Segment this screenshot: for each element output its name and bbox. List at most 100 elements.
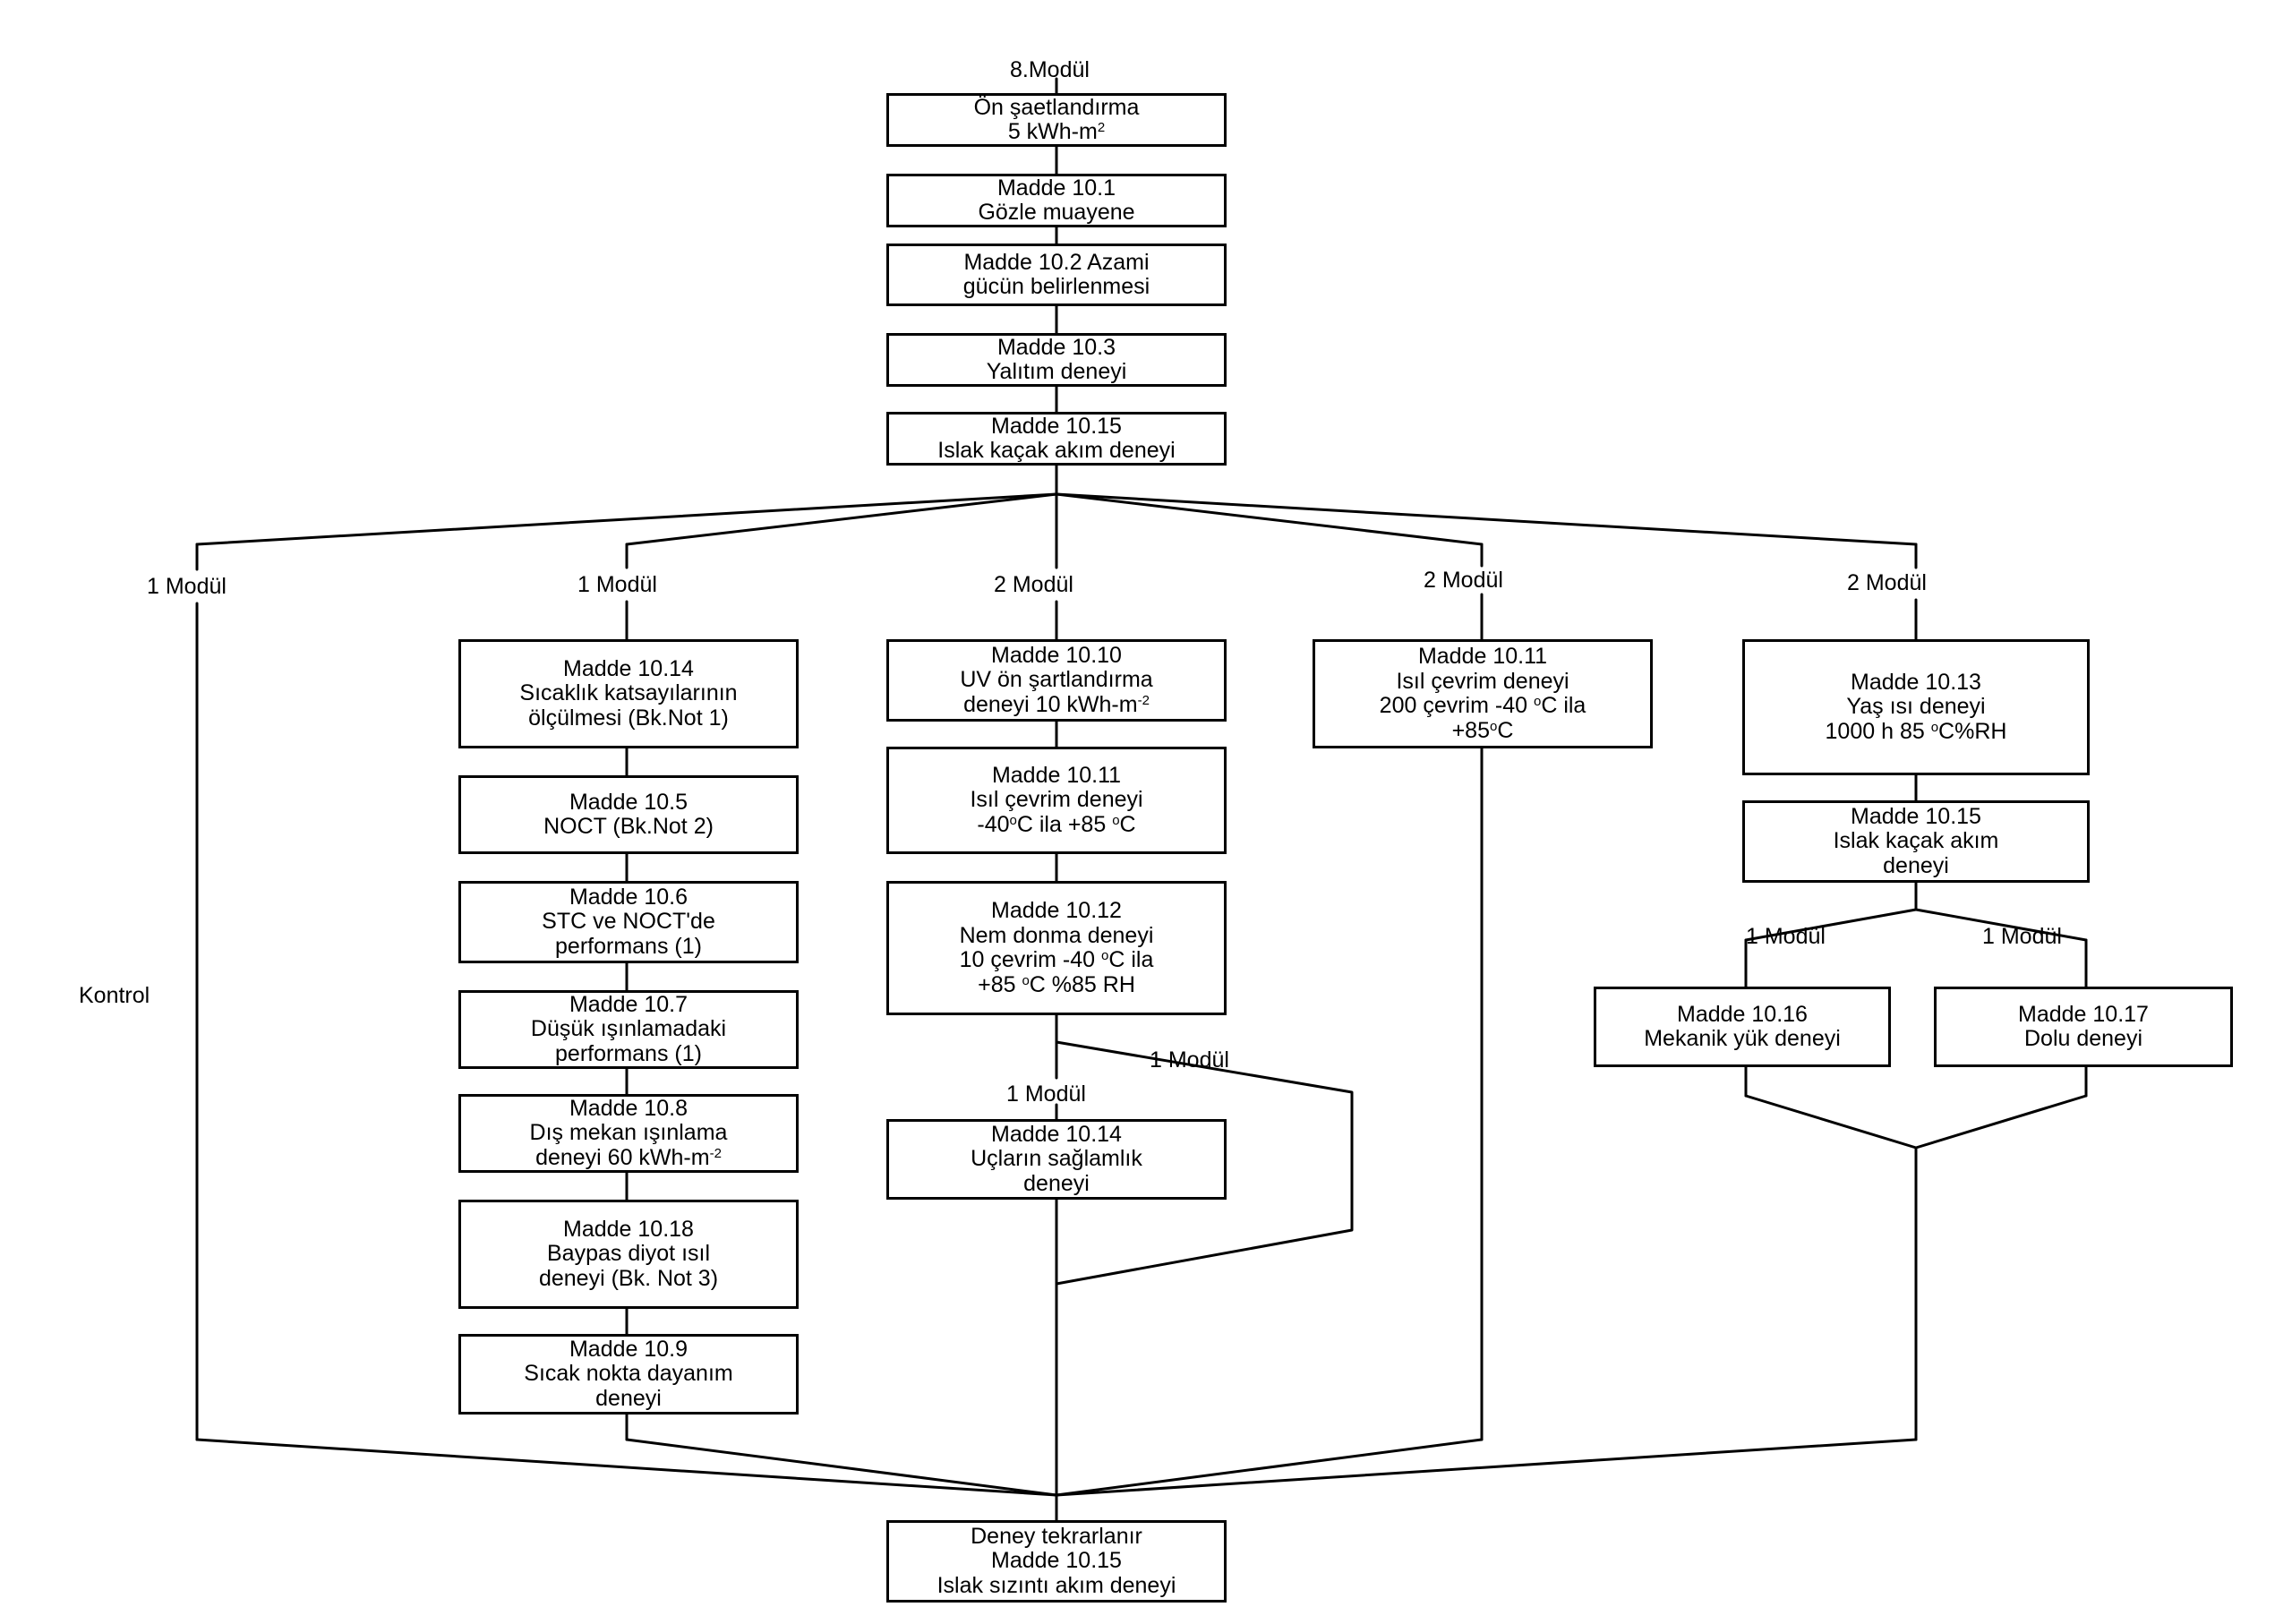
connector <box>625 492 1058 546</box>
branch-label-mid-down: 1 Modül <box>1006 1081 1086 1107</box>
step-10-3: Madde 10.3 Yalıtım deneyi <box>886 333 1227 387</box>
box-line: Islak kaçak akım <box>1833 828 1999 854</box>
box-line: gücün belirlenmesi <box>962 274 1150 299</box>
connector <box>1055 1438 1918 1497</box>
box-line: Madde 10.3 <box>996 334 1116 360</box>
box-line: deneyi (Bk. Not 3) <box>538 1265 719 1291</box>
kontrol-label: Kontrol <box>79 983 150 1008</box>
box-line: Isıl çevrim deneyi <box>970 787 1143 813</box>
branch-label-1: 1 Modül <box>147 574 227 599</box>
box-line: Yaş ısı deneyi <box>1846 694 1986 720</box>
box-line: 1000 h 85 oC%RH <box>1825 718 2007 744</box>
box-line: performans (1) <box>555 933 702 959</box>
connector <box>1914 1094 2088 1150</box>
step-10-8: Madde 10.8 Dış mekan ışınlama deneyi 60 … <box>458 1094 799 1173</box>
box-line: +85 oC %85 RH <box>978 971 1135 997</box>
box-line: Islak sızıntı akım deneyi <box>936 1572 1176 1598</box>
connector <box>1914 908 2088 942</box>
box-line: Madde 10.11 <box>991 762 1122 788</box>
connector <box>195 1438 1058 1497</box>
box-line: Sıcaklık katsayılarının <box>519 680 738 706</box>
step-on-sartlandirma: Ön şaetlandırma 5 kWh-m2 <box>886 93 1227 147</box>
branch-label-mid-right: 1 Modül <box>1150 1047 1229 1073</box>
step-10-5: Madde 10.5 NOCT (Bk.Not 2) <box>458 775 799 854</box>
box-line: Madde 10.8 <box>569 1095 688 1121</box>
box-line: Madde 10.15 <box>1851 803 1981 829</box>
box-line: deneyi <box>595 1385 662 1411</box>
box-line: Madde 10.9 <box>569 1336 688 1362</box>
box-line: Madde 10.7 <box>569 991 688 1017</box>
box-line: Dolu deneyi <box>2023 1026 2143 1051</box>
step-10-11-b: Madde 10.11 Isıl çevrim deneyi 200 çevri… <box>1313 639 1653 748</box>
box-line: UV ön şartlandırma <box>960 667 1153 693</box>
step-10-7: Madde 10.7 Düşük ışınlamadaki performans… <box>458 990 799 1069</box>
step-10-16: Madde 10.16 Mekanik yük deneyi <box>1594 987 1891 1067</box>
step-10-9: Madde 10.9 Sıcak nokta dayanım deneyi <box>458 1334 799 1415</box>
connector <box>625 1438 1058 1497</box>
step-10-14-b: Madde 10.14 Uçların sağlamlık deneyi <box>886 1119 1227 1200</box>
box-line: Madde 10.18 <box>563 1216 694 1242</box>
box-line: Ön şaetlandırma <box>973 94 1140 120</box>
box-line: deneyi <box>1023 1170 1090 1196</box>
connector <box>1055 1040 1354 1286</box>
step-10-2: Madde 10.2 Azami gücün belirlenmesi <box>886 244 1227 306</box>
box-line: STC ve NOCT'de <box>542 909 715 935</box>
step-10-15-right: Madde 10.15 Islak kaçak akım deneyi <box>1742 800 2090 883</box>
step-10-12: Madde 10.12 Nem donma deneyi 10 çevrim -… <box>886 881 1227 1015</box>
box-line: NOCT (Bk.Not 2) <box>543 814 714 839</box>
box-line: Madde 10.6 <box>569 884 688 910</box>
branch-label-3: 2 Modül <box>994 572 1073 597</box>
box-line: 5 kWh-m2 <box>1007 119 1106 144</box>
step-10-1: Madde 10.1 Gözle muayene <box>886 174 1227 227</box>
box-line: Madde 10.13 <box>1851 669 1981 695</box>
box-line: Deney tekrarlanır <box>971 1523 1142 1549</box>
box-line: Madde 10.15 <box>991 413 1122 439</box>
box-line: Madde 10.14 <box>991 1121 1122 1147</box>
branch-label-right-right: 1 Modül <box>1982 924 2062 949</box>
box-line: Baypas diyot ısıl <box>546 1241 711 1267</box>
branch-label-right-left: 1 Modül <box>1746 924 1826 949</box>
box-line: Madde 10.10 <box>991 642 1122 668</box>
box-line: 10 çevrim -40 oC ila <box>959 947 1154 972</box>
step-10-15-top: Madde 10.15 Islak kaçak akım deneyi <box>886 412 1227 466</box>
connector <box>1055 492 1484 546</box>
connector <box>1055 1438 1484 1497</box>
box-line: deneyi <box>1883 852 1949 878</box>
step-10-6: Madde 10.6 STC ve NOCT'de performans (1) <box>458 881 799 963</box>
box-line: Uçların sağlamlık <box>971 1146 1142 1172</box>
connector <box>1744 908 1918 942</box>
box-line: performans (1) <box>555 1040 702 1066</box>
step-10-17: Madde 10.17 Dolu deneyi <box>1934 987 2233 1067</box>
step-10-14-a: Madde 10.14 Sıcaklık katsayılarının ölçü… <box>458 639 799 748</box>
box-line: Madde 10.2 Azami <box>963 249 1150 275</box>
box-line: Nem donma deneyi <box>959 922 1154 948</box>
box-line: deneyi 10 kWh-m-2 <box>963 691 1150 717</box>
step-10-13: Madde 10.13 Yaş ısı deneyi 1000 h 85 oC%… <box>1742 639 2090 775</box>
box-line: Sıcak nokta dayanım <box>524 1361 733 1387</box>
top-label: 8.Modül <box>1010 57 1090 82</box>
box-line: Yalıtım deneyi <box>986 359 1127 384</box>
box-line: Madde 10.5 <box>569 789 688 815</box>
box-line: Madde 10.12 <box>991 898 1122 923</box>
box-line: Islak kaçak akım deneyi <box>937 438 1176 463</box>
box-line: Madde 10.14 <box>563 655 694 681</box>
step-10-10: Madde 10.10 UV ön şartlandırma deneyi 10… <box>886 639 1227 722</box>
branch-label-5: 2 Modül <box>1847 570 1927 595</box>
step-final: Deney tekrarlanır Madde 10.15 Islak sızı… <box>886 1520 1227 1603</box>
connector <box>1055 492 1918 546</box>
branch-label-4: 2 Modül <box>1424 568 1503 593</box>
box-line: Madde 10.1 <box>996 175 1116 201</box>
box-line: Gözle muayene <box>978 200 1135 225</box>
box-line: 200 çevrim -40 oC ila <box>1379 693 1586 718</box>
branch-label-2: 1 Modül <box>577 572 657 597</box>
box-line: Madde 10.16 <box>1677 1001 1808 1027</box>
step-10-11-a: Madde 10.11 Isıl çevrim deneyi -40oC ila… <box>886 747 1227 854</box>
box-line: Madde 10.11 <box>1417 644 1548 669</box>
box-line: +85oC <box>1451 717 1514 743</box>
box-line: -40oC ila +85 oC <box>977 811 1136 837</box>
box-line: ölçülmesi (Bk.Not 1) <box>528 705 729 731</box>
step-10-18: Madde 10.18 Baypas diyot ısıl deneyi (Bk… <box>458 1200 799 1309</box>
box-line: deneyi 60 kWh-m-2 <box>535 1144 722 1170</box>
